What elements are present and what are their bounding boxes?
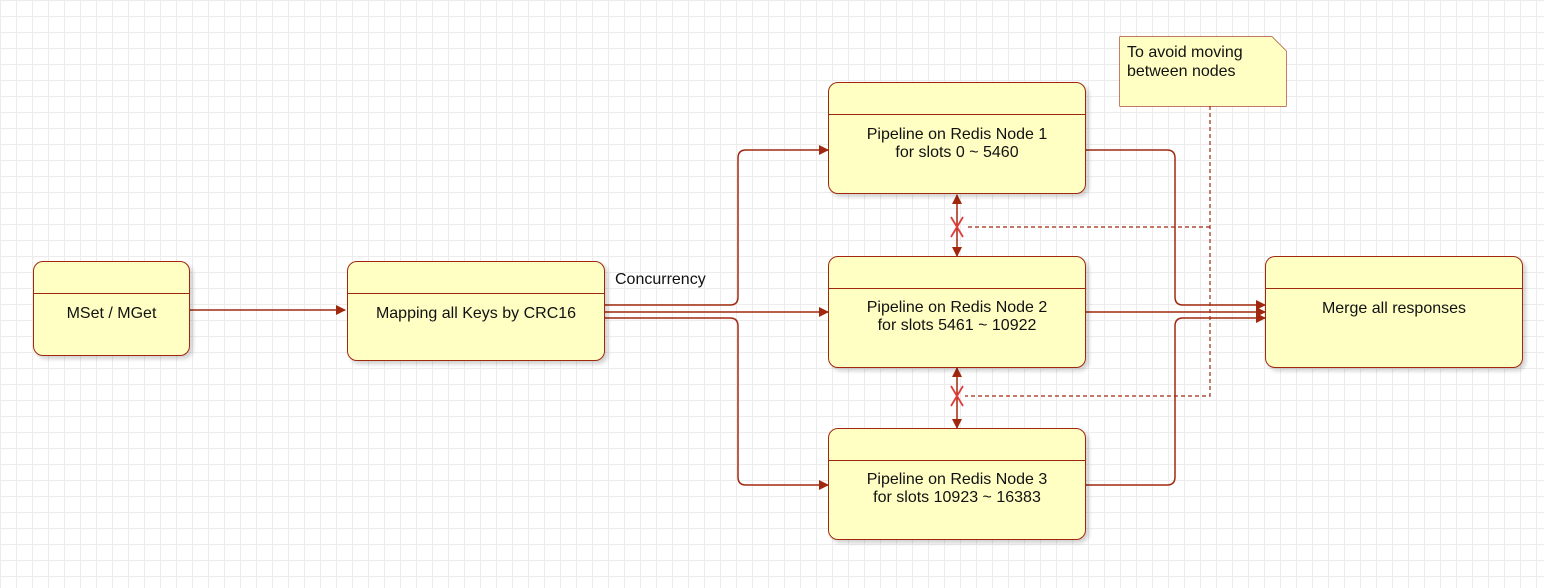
note-connector [965,106,1211,397]
edge-node1-to-merge [1086,149,1266,310]
edge-node3-to-merge [1086,313,1266,486]
node-mset-mget-label: MSet / MGet [66,305,157,322]
note-text: To avoid moving between nodes [1127,44,1243,80]
node-mset-mget[interactable]: MSet / MGet [33,261,190,356]
edge-mapping-to-node1 [605,145,829,306]
node-redis-2-label: Pipeline on Redis Node 2 for slots 5461 … [866,299,1048,334]
node-merge-responses[interactable]: Merge all responses [1265,256,1523,368]
node-merge-label: Merge all responses [1321,300,1467,317]
node-mapping-crc16[interactable]: Mapping all Keys by CRC16 [347,261,605,361]
blocked-x-icon [950,385,964,407]
edge-mapping-to-node3 [605,317,829,490]
node-redis-3[interactable]: Pipeline on Redis Node 3 for slots 10923… [828,428,1086,540]
node-redis-1[interactable]: Pipeline on Redis Node 1 for slots 0 ~ 5… [828,82,1086,194]
node-redis-1-label: Pipeline on Redis Node 1 for slots 0 ~ 5… [866,126,1048,161]
node-redis-2[interactable]: Pipeline on Redis Node 2 for slots 5461 … [828,256,1086,368]
edge-label-concurrency: Concurrency [615,271,706,288]
note-fill [1120,37,1286,106]
node-redis-3-label: Pipeline on Redis Node 3 for slots 10923… [866,471,1048,506]
blocked-x-icon [950,216,964,238]
node-mapping-label: Mapping all Keys by CRC16 [375,305,577,322]
